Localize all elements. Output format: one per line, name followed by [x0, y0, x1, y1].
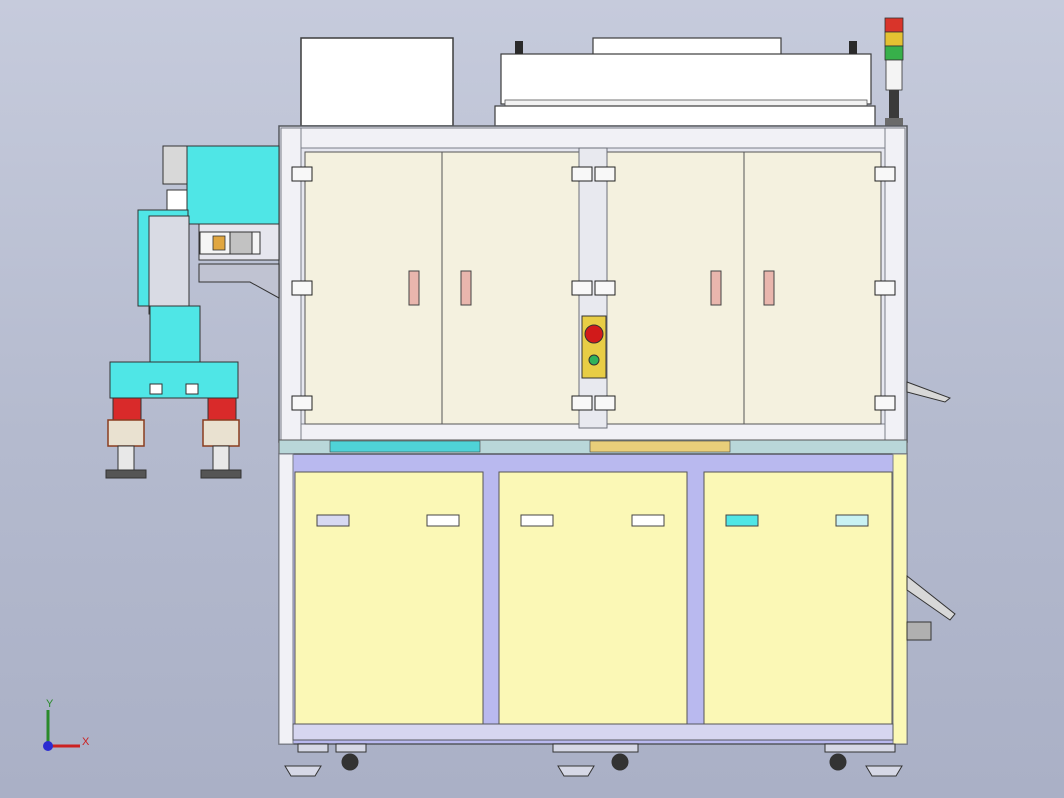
side-latches: [906, 381, 956, 641]
cabinet-door-labels: [316, 514, 869, 527]
robot-arm-assembly: [105, 145, 280, 479]
lower-cabinet-doors: [294, 471, 893, 725]
axis-y-label: Y: [46, 698, 54, 710]
conveyor-layer: [278, 439, 908, 455]
leveling-feet-and-casters: [284, 743, 903, 777]
top-electrical-box: [300, 37, 454, 127]
xyz-axis-triad-icon: Y X: [38, 698, 98, 758]
door-handles: [408, 270, 775, 306]
tower-light-icon: [884, 17, 904, 126]
upper-door-panels: [304, 147, 882, 429]
axis-x-label: X: [82, 736, 90, 748]
top-fan-filter-unit: [494, 37, 876, 127]
emergency-stop-button-icon: [581, 315, 607, 379]
door-hinges: [291, 166, 896, 411]
